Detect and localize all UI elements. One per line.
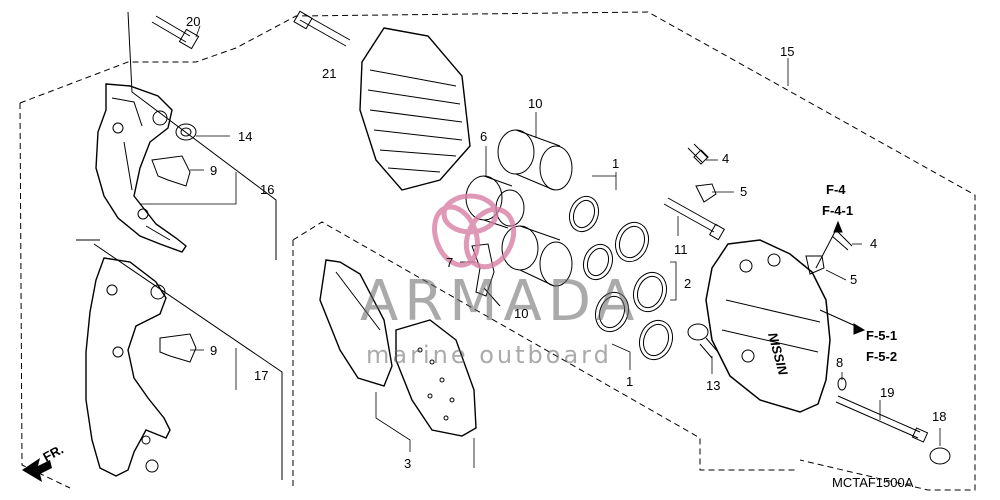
callout-6: 6 bbox=[480, 129, 487, 144]
lower-caliper-bracket bbox=[85, 257, 171, 477]
callout-1-top: 1 bbox=[612, 156, 619, 171]
callout-2: 2 bbox=[684, 276, 691, 291]
callout-1-bottom: 1 bbox=[626, 374, 633, 389]
caliper-logo: NISSIN bbox=[765, 331, 791, 377]
bolt-20 bbox=[151, 15, 200, 50]
upper-caliper-bracket bbox=[95, 83, 187, 253]
front-label: FR. bbox=[40, 442, 66, 465]
brake-pad-rear bbox=[395, 319, 477, 437]
bleeder-4-top bbox=[687, 143, 709, 165]
leader-lines bbox=[140, 25, 941, 468]
piston-seals bbox=[568, 195, 674, 361]
piston-10-top bbox=[497, 129, 573, 191]
assembly-boundary bbox=[19, 11, 976, 491]
part-callouts: 20 21 14 9 16 9 17 10 6 7 10 3 1 2 1 11 … bbox=[186, 14, 946, 490]
caliper-body bbox=[705, 239, 831, 413]
bleeder-cap-5-top bbox=[695, 183, 717, 203]
diagram-code: MCTAF1500A bbox=[832, 475, 914, 490]
reference-arrows bbox=[815, 220, 866, 335]
bracket-group-frame bbox=[127, 11, 277, 260]
bracket-group-frame-lower bbox=[93, 243, 283, 480]
callout-5-bottom: 5 bbox=[850, 272, 857, 287]
callout-17: 17 bbox=[254, 368, 268, 383]
callout-15: 15 bbox=[780, 44, 794, 59]
callout-5-top: 5 bbox=[740, 184, 747, 199]
piston-10-bottom bbox=[501, 225, 573, 287]
callout-21: 21 bbox=[322, 66, 336, 81]
callout-19: 19 bbox=[880, 385, 894, 400]
reference-f4-1: F-4-1 bbox=[822, 203, 853, 218]
boot-14 bbox=[175, 123, 197, 141]
pad-spring-9-bottom bbox=[159, 333, 197, 363]
bleeder-cap-5-bottom bbox=[805, 255, 825, 275]
pad-spring-9-top bbox=[151, 155, 191, 187]
plug-18 bbox=[929, 447, 951, 465]
bolt-21 bbox=[293, 10, 351, 47]
callout-4-top: 4 bbox=[722, 151, 729, 166]
callout-11: 11 bbox=[674, 242, 688, 257]
callout-9-top: 9 bbox=[210, 163, 217, 178]
callout-9-bottom: 9 bbox=[210, 343, 217, 358]
assembly-boundary-left bbox=[19, 102, 71, 489]
reference-f4: F-4 bbox=[826, 182, 846, 197]
watermark-tagline: marine outboard bbox=[366, 341, 612, 369]
callout-4-bottom: 4 bbox=[870, 236, 877, 251]
brake-pad-front bbox=[319, 259, 393, 387]
callout-10-top: 10 bbox=[528, 96, 542, 111]
bleeder-4-bottom bbox=[831, 231, 853, 251]
callout-10-bottom: 10 bbox=[514, 306, 528, 321]
callout-18: 18 bbox=[932, 409, 946, 424]
arrow-front-icon bbox=[22, 458, 52, 482]
watermark-flower-icon bbox=[432, 193, 517, 270]
watermark-brand: ARMADA bbox=[360, 269, 640, 334]
caliper-cover bbox=[359, 27, 471, 191]
callout-20: 20 bbox=[186, 14, 200, 29]
callout-14: 14 bbox=[238, 129, 252, 144]
callout-7: 7 bbox=[446, 255, 453, 270]
front-direction-arrow: FR. bbox=[22, 442, 66, 482]
callout-8: 8 bbox=[836, 355, 843, 370]
callout-16: 16 bbox=[260, 182, 274, 197]
callout-13: 13 bbox=[706, 378, 720, 393]
pad-set-boundary bbox=[292, 221, 798, 471]
reference-f5-1: F-5-1 bbox=[866, 328, 897, 343]
bolt-13 bbox=[687, 323, 719, 359]
reference-f5-2: F-5-2 bbox=[866, 349, 897, 364]
callout-3: 3 bbox=[404, 456, 411, 471]
pad-pin-11 bbox=[663, 197, 726, 241]
watermark: ARMADA marine outboard bbox=[360, 193, 640, 369]
hanger-pin-19 bbox=[835, 395, 929, 443]
